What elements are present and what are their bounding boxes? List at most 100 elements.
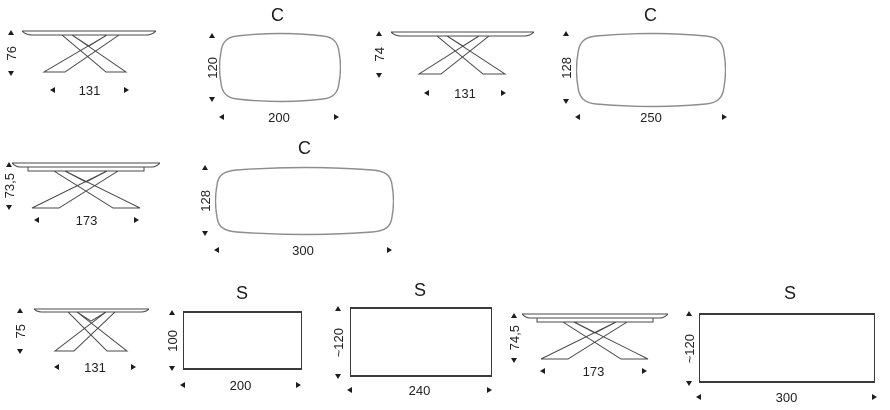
height-dimension: 120: [204, 33, 220, 102]
height-value: 74: [371, 47, 387, 62]
table-top-rect-drawing: [699, 313, 875, 383]
arrow-right-icon: [123, 87, 129, 93]
arrow-left-icon: [424, 90, 429, 96]
width-dimension: 300: [696, 390, 877, 404]
width-dimension: 173: [34, 213, 139, 227]
arrow-up-icon: [563, 31, 569, 36]
arrow-up-icon: [686, 311, 692, 316]
arrow-left-icon: [180, 382, 185, 388]
height-dimension: 74,5: [506, 313, 522, 363]
height-value: 100: [164, 329, 180, 352]
width-value: 250: [640, 109, 662, 125]
arrow-right-icon: [500, 90, 506, 96]
height-value: 128: [197, 189, 213, 212]
arrow-right-icon: [486, 387, 492, 393]
arrow-up-icon: [8, 30, 14, 35]
arrow-down-icon: [335, 373, 341, 379]
table-front-drawing: [22, 30, 156, 73]
height-value: 74,5: [506, 325, 522, 351]
table-top-oval-drawing: [215, 166, 394, 236]
arrow-up-icon: [376, 31, 382, 36]
height-dimension: ~120: [681, 311, 697, 386]
arrow-up-icon: [335, 306, 341, 311]
arrow-up-icon: [6, 162, 12, 167]
table-front-drawing: [391, 31, 534, 75]
arrow-up-icon: [169, 310, 175, 315]
table-front-drawing: [34, 308, 149, 352]
height-dimension: 128: [197, 165, 213, 236]
arrow-down-icon: [686, 380, 692, 386]
arrow-right-icon: [333, 114, 339, 120]
arrow-left-icon: [214, 247, 219, 253]
arrow-down-icon: [169, 365, 175, 371]
table-top-rect-drawing: [350, 307, 492, 377]
height-value: 76: [3, 45, 19, 61]
arrow-down-icon: [511, 358, 517, 363]
width-dimension: 131: [54, 360, 136, 374]
arrow-right-icon: [386, 247, 392, 253]
arrow-down-icon: [209, 96, 215, 102]
top-shape-label: S: [236, 283, 249, 303]
height-value: 120: [204, 56, 220, 79]
arrow-down-icon: [8, 71, 14, 76]
height-value: 128: [558, 56, 574, 79]
top-shape-label: C: [644, 5, 657, 25]
arrow-left-icon: [34, 217, 39, 223]
width-value: 173: [75, 212, 98, 228]
height-dimension: 76: [3, 30, 19, 76]
width-dimension: 200: [180, 378, 301, 392]
arrow-down-icon: [17, 349, 23, 354]
top-shape-label: C: [298, 138, 311, 158]
table-top-oval-drawing: [576, 32, 726, 108]
table-top-rect-drawing: [183, 311, 302, 370]
arrow-left-icon: [219, 114, 224, 120]
arrow-down-icon: [202, 230, 208, 236]
arrow-down-icon: [376, 73, 382, 78]
arrow-left-icon: [54, 364, 59, 370]
width-value: 131: [78, 82, 101, 98]
arrow-right-icon: [721, 114, 727, 120]
height-dimension: 73,5: [1, 162, 17, 210]
width-dimension: 200: [219, 110, 339, 124]
width-value: 173: [582, 363, 605, 379]
arrow-right-icon: [641, 368, 647, 374]
table-front-drawing: [12, 162, 160, 209]
arrow-right-icon: [295, 382, 301, 388]
arrow-right-icon: [130, 364, 136, 370]
width-value: 131: [84, 359, 106, 375]
top-shape-label: C: [271, 5, 284, 25]
height-value: ~120: [330, 327, 346, 358]
height-value: 75: [12, 323, 28, 339]
arrow-up-icon: [209, 33, 215, 38]
width-value: 240: [408, 382, 431, 398]
table-front-drawing: [522, 313, 668, 360]
height-dimension: ~120: [330, 306, 346, 379]
arrow-left-icon: [575, 114, 580, 120]
arrow-right-icon: [133, 217, 139, 223]
height-dimension: 128: [558, 31, 574, 104]
width-dimension: 131: [50, 83, 129, 97]
width-value: 300: [292, 242, 314, 258]
arrow-left-icon: [696, 394, 701, 400]
top-shape-label: S: [414, 280, 427, 300]
height-dimension: 74: [371, 31, 387, 78]
arrow-down-icon: [6, 205, 12, 210]
width-dimension: 240: [347, 383, 492, 397]
width-value: 300: [775, 389, 798, 405]
height-dimension: 75: [12, 308, 28, 354]
arrow-up-icon: [202, 165, 208, 170]
arrow-up-icon: [511, 313, 517, 318]
width-dimension: 300: [214, 243, 392, 257]
arrow-down-icon: [563, 98, 569, 104]
arrow-left-icon: [50, 87, 55, 93]
width-dimension: 173: [540, 364, 647, 378]
height-dimension: 100: [164, 310, 180, 371]
width-dimension: 250: [575, 110, 727, 124]
height-value: ~120: [681, 333, 697, 364]
width-dimension: 131: [424, 86, 506, 100]
width-value: 131: [454, 85, 476, 101]
width-value: 200: [268, 109, 290, 125]
arrow-up-icon: [17, 308, 23, 313]
top-shape-label: S: [784, 283, 797, 303]
